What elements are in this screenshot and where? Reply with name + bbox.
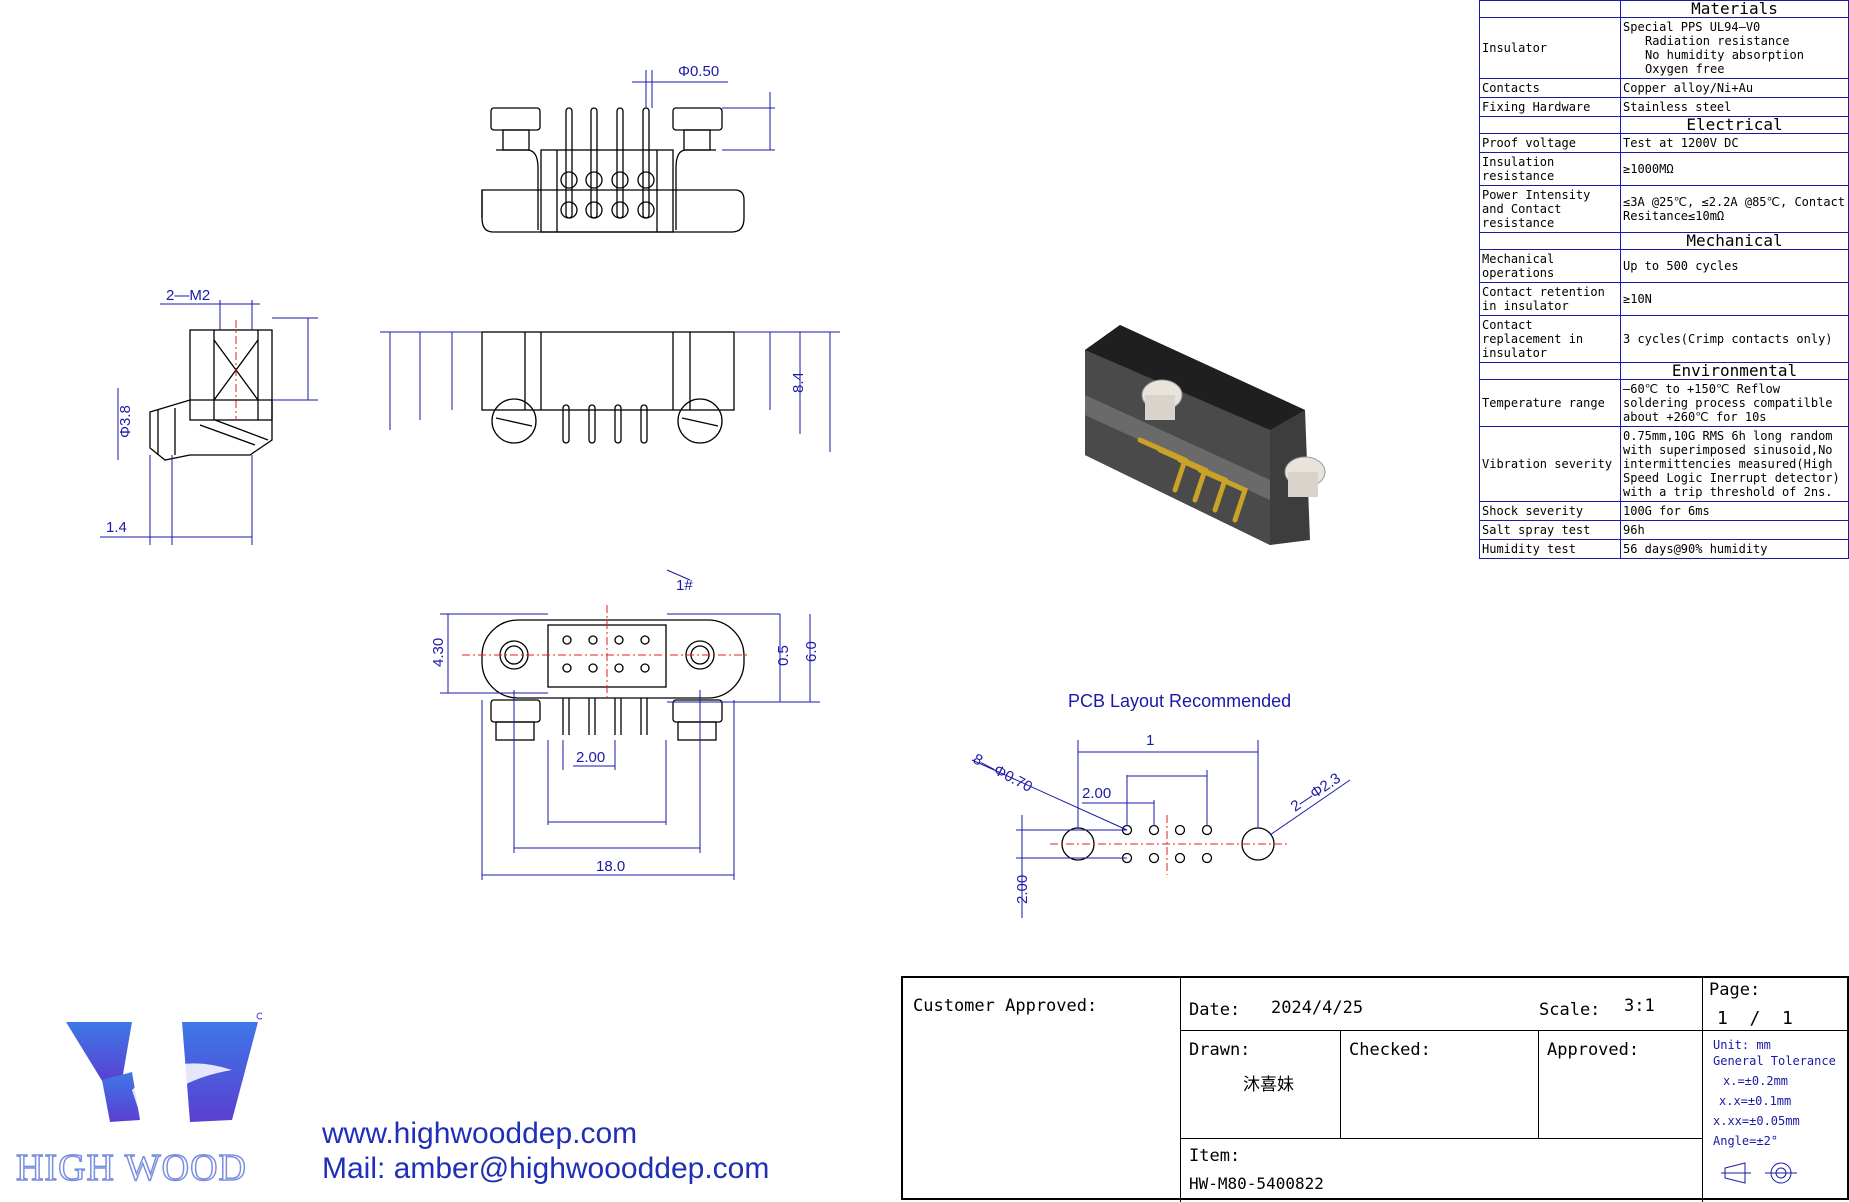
fixing-value: Stainless steel [1620, 97, 1849, 117]
front-height-label: 8.4 [790, 372, 807, 393]
customer-approved-label: Customer Approved: [913, 996, 1098, 1016]
vib-label: Vibration severity [1479, 426, 1621, 502]
approved-label: Approved: [1547, 1040, 1640, 1060]
page-label: Page: [1709, 980, 1761, 1000]
bottom-h3-label: 6.0 [803, 641, 820, 662]
side-dia-label: Φ3.8 [117, 405, 134, 438]
mechops-label: Mechanical operations [1479, 249, 1621, 283]
salt-label: Salt spray test [1479, 520, 1621, 540]
vib-value: 0.75mm,10G RMS 6h long random with super… [1620, 426, 1849, 502]
highwood-logo-icon [66, 1012, 262, 1122]
mechanical-header: Mechanical [1620, 232, 1849, 250]
side-m2-label: 2—M2 [166, 287, 210, 304]
salt-value: 96h [1620, 520, 1849, 540]
power-value: ≤3A @25℃, ≤2.2A @85℃, Contact Resitance≤… [1620, 185, 1849, 233]
replacement-label: Contact replacement in insulator [1479, 315, 1621, 363]
temp-label: Temperature range [1479, 379, 1621, 427]
insres-label: Insulation resistance [1479, 152, 1621, 186]
bottom-width-label: 18.0 [596, 858, 625, 875]
item-value: HW-M80-5400822 [1189, 1174, 1324, 1193]
website-link[interactable]: www.highwooddep.com [322, 1117, 638, 1150]
drawn-value: 沐喜妹 [1243, 1075, 1294, 1095]
angle-label: Angle=±2° [1713, 1134, 1779, 1148]
pcb-holes-small: 8—Φ0.70 [970, 751, 1035, 796]
date-value: 2024/4/25 [1271, 998, 1364, 1018]
temp-value: —60℃ to +150℃ Reflow soldering process c… [1620, 379, 1849, 427]
shock-value: 100G for 6ms [1620, 501, 1849, 521]
tolerance-label: General Tolerance [1713, 1054, 1836, 1068]
side-view: 2—M2 Φ3.8 1.4 [100, 287, 318, 545]
retention-label: Contact retention in insulator [1479, 282, 1621, 316]
date-label: Date: [1189, 1000, 1241, 1020]
pcb-layout: PCB Layout Recommended 1 2.00 2.00 8—Φ0.… [970, 691, 1351, 918]
fixing-label: Fixing Hardware [1479, 97, 1621, 117]
pcb-holes-large: 2—Φ2.3 [1288, 770, 1344, 816]
page-value: 1 / 1 [1717, 1008, 1793, 1029]
contacts-label: Contacts [1479, 78, 1621, 98]
pcb-pitch-h: 2.00 [1082, 785, 1111, 802]
bottom-view: 1# 4.30 0.5 6.0 2.00 18.0 [430, 569, 820, 880]
pcb-title: PCB Layout Recommended [1068, 691, 1291, 711]
scale-value: 3:1 [1624, 996, 1655, 1016]
humidity-label: Humidity test [1479, 539, 1621, 559]
spec-table: Materials Insulator Special PPS UL94—V0 … [1479, 0, 1849, 559]
bottom-h2-label: 0.5 [775, 645, 792, 666]
mechops-value: Up to 500 cycles [1620, 249, 1849, 283]
bottom-pin1-label: 1# [676, 577, 693, 594]
environmental-header: Environmental [1620, 362, 1849, 380]
front-view: 8.4 [380, 331, 840, 452]
scale-label: Scale: [1539, 1000, 1601, 1020]
humidity-value: 56 days@90% humidity [1620, 539, 1849, 559]
proof-label: Proof voltage [1479, 133, 1621, 153]
tolerance-1: x.=±0.2mm [1723, 1074, 1789, 1088]
drawn-label: Drawn: [1189, 1040, 1251, 1060]
bottom-h1-label: 4.30 [430, 638, 447, 667]
checked-label: Checked: [1349, 1040, 1431, 1060]
side-offset-label: 1.4 [106, 519, 127, 536]
proof-value: Test at 1200V DC [1620, 133, 1849, 153]
contacts-value: Copper alloy/Ni+Au [1620, 78, 1849, 98]
title-block: Customer Approved: Date: 2024/4/25 Scale… [901, 976, 1849, 1202]
retention-value: ≥10N [1620, 282, 1849, 316]
tolerance-3: x.xx=±0.05mm [1713, 1114, 1800, 1128]
power-label: Power Intensity and Contact resistance [1479, 185, 1621, 233]
bottom-pitch-label: 2.00 [576, 749, 605, 766]
logo-text: HIGH WOOD [15, 1146, 247, 1190]
insulator-values: Special PPS UL94—V0 Radiation resistance… [1620, 17, 1849, 79]
email-link[interactable]: Mail: amber@highwoooddep.com [322, 1152, 770, 1185]
replacement-value: 3 cycles(Crimp contacts only) [1620, 315, 1849, 363]
insres-value: ≥1000MΩ [1620, 152, 1849, 186]
connector-3d-image [1085, 325, 1326, 545]
tolerance-2: x.x=±0.1mm [1719, 1094, 1792, 1108]
pcb-pitch-v: 2.00 [1014, 875, 1031, 904]
pcb-top-dim: 1 [1146, 732, 1154, 749]
projection-symbol-icon [1721, 1162, 1797, 1184]
top-dia-label: Φ0.50 [678, 63, 719, 80]
item-label: Item: [1189, 1146, 1241, 1166]
top-view: Φ0.50 [481, 63, 775, 233]
shock-label: Shock severity [1479, 501, 1621, 521]
insulator-label: Insulator [1479, 17, 1621, 79]
electrical-header: Electrical [1620, 116, 1849, 134]
materials-header: Materials [1620, 0, 1849, 18]
unit-label: Unit: mm [1713, 1038, 1771, 1052]
